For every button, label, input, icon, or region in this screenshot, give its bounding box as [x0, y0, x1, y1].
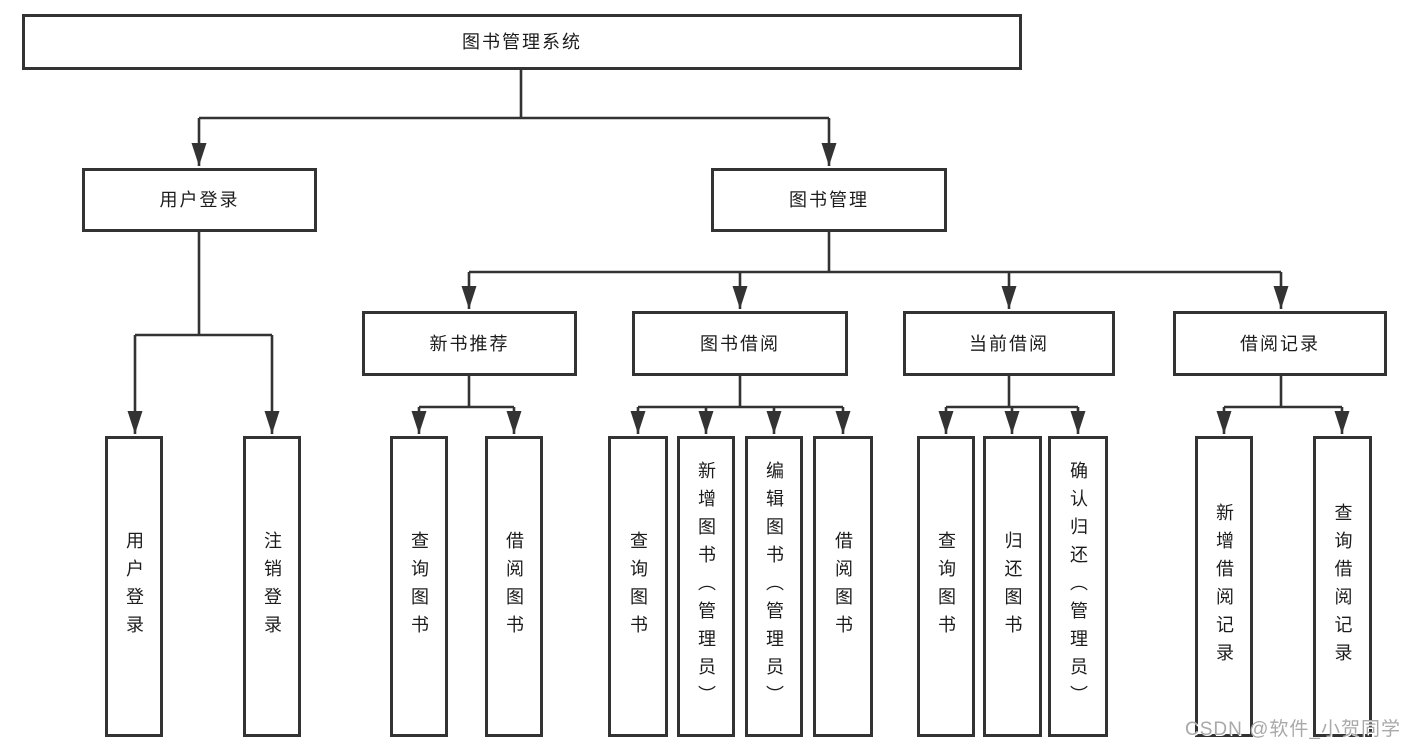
leaf-current-query-books: 查询图书	[917, 436, 975, 737]
node-borrowing-records: 借阅记录	[1173, 311, 1387, 376]
node-user-login-group-label: 用户登录	[159, 190, 240, 210]
leaf-return-books-label: 归还图书	[1002, 530, 1023, 643]
node-new-book-recommend: 新书推荐	[362, 311, 577, 376]
leaf-return-books: 归还图书	[983, 436, 1042, 737]
leaf-confirm-return-admin: 确认归还（管理员）	[1048, 436, 1108, 737]
node-root-label: 图书管理系统	[462, 32, 582, 52]
leaf-add-borrow-record-label: 新增借阅记录	[1214, 502, 1234, 671]
leaf-logout: 注销登录	[243, 436, 301, 737]
leaf-borrowing-query-books: 查询图书	[608, 436, 668, 737]
node-user-login-group: 用户登录	[82, 168, 317, 232]
leaf-edit-books-admin: 编辑图书（管理员）	[745, 436, 803, 737]
node-book-borrowing-label: 图书借阅	[700, 333, 780, 354]
leaf-recommend-query-books: 查询图书	[390, 436, 448, 737]
leaf-recommend-borrow-books-label: 借阅图书	[504, 530, 524, 643]
leaf-borrowing-borrow-books-label: 借阅图书	[833, 530, 853, 643]
leaf-query-borrow-record-label: 查询借阅记录	[1332, 502, 1353, 671]
leaf-recommend-borrow-books: 借阅图书	[485, 436, 543, 737]
leaf-add-books-admin: 新增图书（管理员）	[677, 436, 735, 737]
leaf-query-borrow-record: 查询借阅记录	[1313, 436, 1372, 737]
node-borrowing-records-label: 借阅记录	[1240, 333, 1320, 354]
leaf-borrowing-borrow-books: 借阅图书	[813, 436, 873, 737]
leaf-user-login: 用户登录	[105, 436, 163, 737]
leaf-confirm-return-admin-label: 确认归还（管理员）	[1068, 460, 1088, 713]
node-book-management: 图书管理	[711, 168, 947, 232]
node-book-management-label: 图书管理	[789, 190, 869, 210]
leaf-borrowing-query-books-label: 查询图书	[628, 530, 648, 643]
leaf-recommend-query-books-label: 查询图书	[409, 530, 429, 643]
leaf-logout-label: 注销登录	[262, 530, 282, 643]
node-current-borrowing: 当前借阅	[903, 311, 1115, 376]
node-book-borrowing: 图书借阅	[632, 311, 848, 376]
leaf-add-books-admin-label: 新增图书（管理员）	[696, 460, 716, 713]
leaf-user-login-label: 用户登录	[124, 530, 144, 643]
node-root: 图书管理系统	[22, 14, 1022, 70]
leaf-current-query-books-label: 查询图书	[936, 530, 956, 643]
leaf-edit-books-admin-label: 编辑图书（管理员）	[764, 460, 784, 713]
node-current-borrowing-label: 当前借阅	[969, 333, 1049, 354]
leaf-add-borrow-record: 新增借阅记录	[1195, 436, 1253, 737]
node-new-book-recommend-label: 新书推荐	[429, 333, 510, 354]
watermark: CSDN @软件_小贺同学	[1185, 719, 1401, 740]
